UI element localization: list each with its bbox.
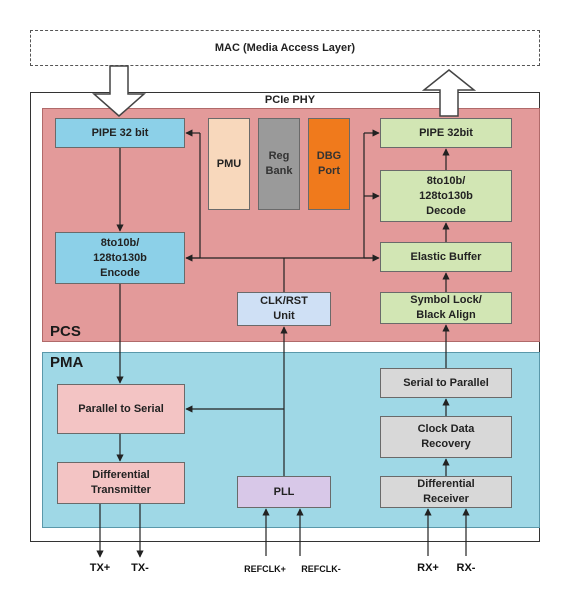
pma-label: PMA [50, 354, 84, 371]
pmu-block: PMU [208, 118, 250, 210]
mac-layer-label: MAC (Media Access Layer) [214, 42, 356, 54]
dbg-port-block: DBG Port [308, 118, 350, 210]
pcs-label: PCS [50, 323, 81, 340]
pcie-phy-label: PCIe PHY [264, 94, 316, 106]
encode-block: 8to10b/ 128to130b Encode [55, 232, 185, 284]
pipe-tx-block: PIPE 32 bit [55, 118, 185, 148]
differential-transmitter-block: Differential Transmitter [57, 462, 185, 504]
tx-minus-pin: TX- [131, 562, 149, 574]
reg-bank-block: Reg Bank [258, 118, 300, 210]
differential-receiver-block: Differential Receiver [380, 476, 512, 508]
rx-plus-pin: RX+ [417, 562, 439, 574]
refclk-minus-pin: REFCLK- [301, 564, 341, 574]
refclk-plus-pin: REFCLK+ [244, 564, 286, 574]
pipe-rx-block: PIPE 32bit [380, 118, 512, 148]
tx-plus-pin: TX+ [89, 562, 111, 574]
symbol-lock-block: Symbol Lock/ Black Align [380, 292, 512, 324]
mac-layer: MAC (Media Access Layer) [30, 30, 540, 66]
decode-block: 8to10b/ 128to130b Decode [380, 170, 512, 222]
pll-block: PLL [237, 476, 331, 508]
rx-minus-pin: RX- [456, 562, 476, 574]
clock-data-recovery-block: Clock Data Recovery [380, 416, 512, 458]
clk-rst-block: CLK/RST Unit [237, 292, 331, 326]
parallel-to-serial-block: Parallel to Serial [57, 384, 185, 434]
serial-to-parallel-block: Serial to Parallel [380, 368, 512, 398]
elastic-buffer-block: Elastic Buffer [380, 242, 512, 272]
